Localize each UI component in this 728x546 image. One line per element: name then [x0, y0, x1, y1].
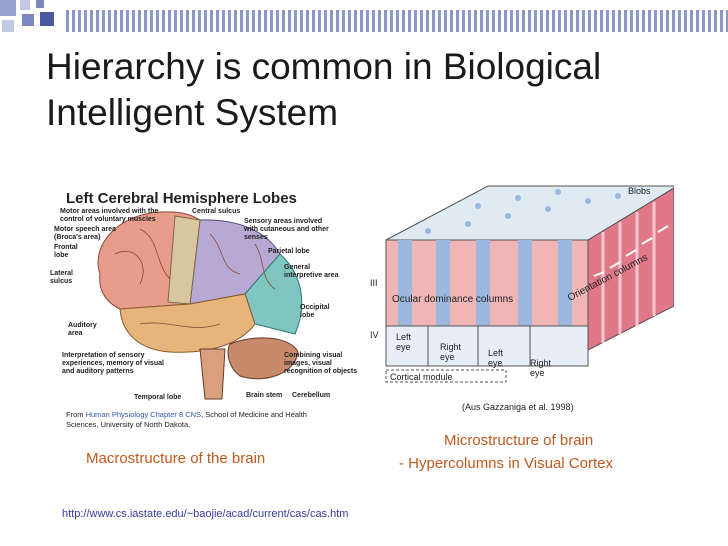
label-general: General interpretive area — [284, 264, 339, 279]
label-sensory: Sensory areas involved with cutaneous an… — [244, 218, 329, 241]
source-url-link[interactable]: http://www.cs.iastate.edu/~baojie/acad/c… — [62, 508, 349, 520]
image-credit: From Human Physiology Chapter 8 CNS, Sch… — [66, 410, 326, 430]
label-central: Central sulcus — [192, 208, 241, 215]
header-decoration — [0, 0, 728, 34]
label-interpretation: Interpretation of sensory experiences, m… — [62, 352, 164, 375]
caption-macrostructure: Macrostructure of the brain — [86, 450, 266, 467]
title-line-1: Hierarchy is common in Biological — [46, 46, 602, 87]
label-left-eye-2: Left eye — [488, 348, 504, 368]
credit-prefix: From — [66, 410, 86, 419]
label-right-eye-2: Right eye — [530, 358, 552, 378]
label-cerebellum: Cerebellum — [292, 392, 331, 399]
label-combining: Combining visual images, visual recognit… — [284, 352, 358, 375]
header-stripes — [66, 10, 728, 32]
label-ocular-dominance: Ocular dominance columns — [392, 294, 514, 305]
hypercolumn-citation: (Aus Gazzaniga et al. 1998) — [462, 402, 574, 412]
label-cortical-module: Cortical module — [390, 372, 453, 382]
label-parietal: Parietal lobe — [268, 248, 310, 255]
label-occipital: Occipital lobe — [300, 304, 330, 319]
label-motor-areas: Motor areas involved with the control of… — [60, 208, 159, 223]
label-lateral: Lateral sulcus — [50, 270, 73, 285]
deco-square — [36, 0, 44, 8]
brain-heading: Left Cerebral Hemisphere Lobes — [66, 190, 297, 207]
brain-lobes-illustration — [97, 211, 303, 400]
credit-rest: , School of Medicine and Health Sciences… — [66, 410, 307, 429]
label-layer-4: IV — [370, 330, 379, 340]
label-auditory: Auditory area — [68, 322, 97, 337]
label-frontal: Frontal lobe — [54, 244, 78, 259]
deco-square — [0, 0, 16, 16]
caption-hypercolumns: - Hypercolumns in Visual Cortex — [399, 455, 613, 472]
label-left-eye-1: Left eye — [396, 332, 412, 352]
label-blobs: Blobs — [628, 186, 651, 196]
hypercolumn-illustration — [385, 185, 674, 383]
credit-link[interactable]: Human Physiology Chapter 8 CNS — [85, 410, 202, 419]
label-right-eye-1: Right eye — [440, 342, 462, 362]
caption-microstructure: Microstructure of brain — [444, 432, 594, 449]
deco-square — [40, 12, 54, 26]
label-temporal: Temporal lobe — [134, 394, 182, 401]
deco-square — [2, 20, 14, 32]
label-layer-3: III — [370, 278, 378, 288]
label-motor-speech: Motor speech area (Broca's area) — [54, 226, 116, 241]
deco-square — [22, 14, 34, 26]
title-line-2: Intelligent System — [46, 92, 339, 133]
deco-square — [20, 0, 30, 10]
label-brainstem: Brain stem — [246, 392, 283, 399]
slide-title: Hierarchy is common in Biological Intell… — [46, 44, 706, 136]
